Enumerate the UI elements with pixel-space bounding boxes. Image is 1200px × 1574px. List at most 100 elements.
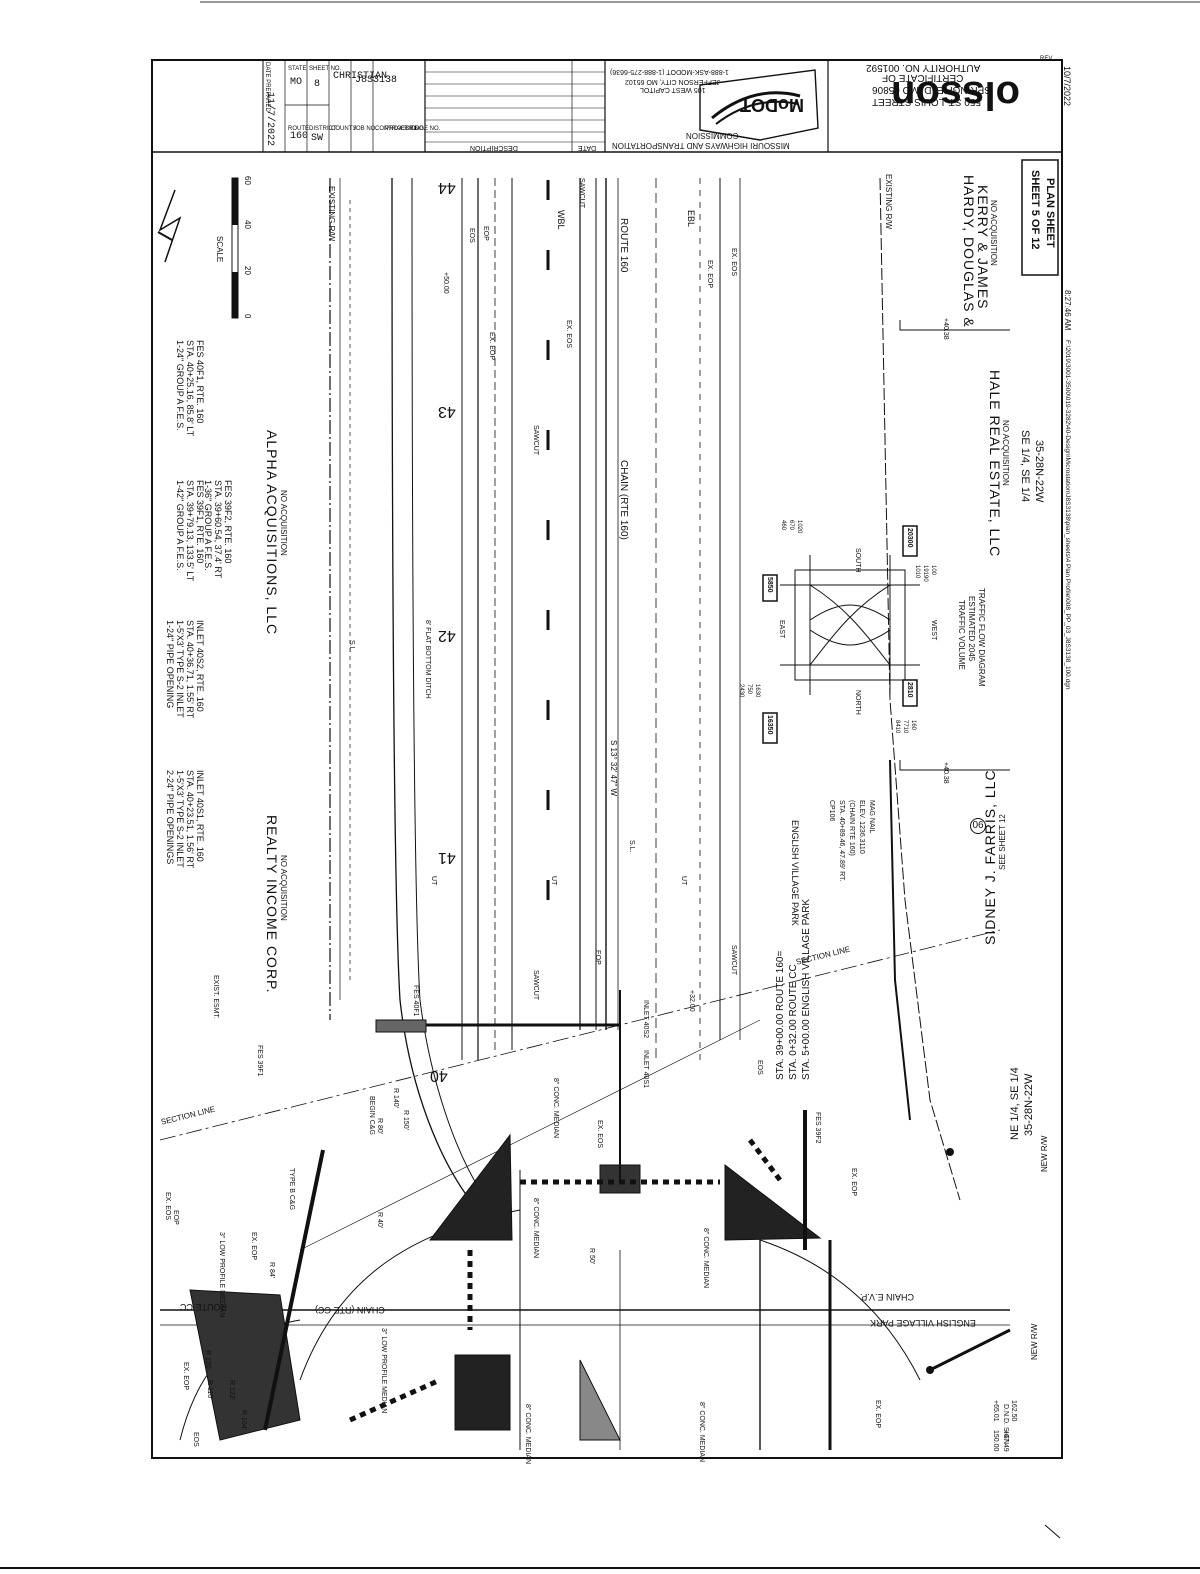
sheet-no-value: 8 bbox=[314, 79, 321, 90]
contract-label: CONTRACT ID. bbox=[375, 126, 418, 132]
station-42: 42 bbox=[438, 627, 456, 644]
conc-median-3: 8" CONC. MEDIAN bbox=[702, 1228, 709, 1289]
note-inlet-40s1-1: INLET 40S1, RTE. 160 bbox=[195, 770, 205, 862]
tfd-east: EAST bbox=[778, 620, 785, 639]
note-fes-39f2-3: 1-36" GROUP A F.E.S. bbox=[203, 480, 213, 571]
cp-id: CP106 bbox=[828, 800, 835, 822]
inlet-40s2-label: INLET 40S2 bbox=[642, 1000, 649, 1039]
note-fes-40f1-1: FES 40F1, RTE. 160 bbox=[195, 340, 205, 424]
sl-label-1: S.L. bbox=[348, 640, 355, 653]
owner-farris-note: SEE SHEET 12 bbox=[998, 814, 1007, 870]
ex-eop-5: EX. EOP bbox=[850, 1168, 857, 1197]
ex-eop-1: EX. EOP bbox=[488, 332, 495, 361]
new-rw-label-2: NEW R/W bbox=[1030, 1323, 1039, 1360]
cp-chain: (CHAIN RTE 160) bbox=[848, 800, 855, 856]
owner-alpha: ALPHA ACQUISITIONS, LLC bbox=[264, 430, 280, 636]
plan-sheet-title: PLAN SHEET bbox=[1044, 178, 1056, 248]
plan-sheet-number: SHEET 5 OF 12 bbox=[1029, 170, 1041, 250]
radius-104: R 104' bbox=[240, 1410, 247, 1431]
ut-2: UT bbox=[550, 876, 557, 886]
existing-rw-label: EXISTING R/W bbox=[327, 186, 336, 242]
owner-realty-note: NO ACQUISITION bbox=[279, 855, 288, 921]
agency-name-2: COMMISSION bbox=[686, 131, 739, 140]
county-value: CHRISTIAN bbox=[333, 71, 388, 82]
offset-2: +40.38 bbox=[942, 762, 949, 784]
sheet-no-label: SHEET NO. bbox=[309, 66, 342, 72]
radius-120: R 120' bbox=[204, 1350, 211, 1371]
new-rw-label: NEW R/W bbox=[1040, 1135, 1049, 1172]
note-fes-39f2-2: STA. 39+60.54, 37.4' RT bbox=[213, 480, 223, 579]
scale-label: SCALE bbox=[215, 236, 224, 263]
rev-label: REV. bbox=[1040, 56, 1054, 62]
owner-hale-note: NO ACQUISITION bbox=[1001, 420, 1010, 486]
tfd-south: SOUTH bbox=[854, 548, 861, 573]
sawcut-1: SAWCUT bbox=[578, 178, 585, 209]
radius-122: R 122' bbox=[228, 1380, 235, 1401]
owner-hardy: HARDY, DOUGLAS & bbox=[961, 175, 977, 328]
scale-tick-40: 40 bbox=[243, 220, 252, 229]
radius-150: R 150' bbox=[402, 1110, 409, 1131]
note-fes-40f1-2: STA. 40+25.16, 85.8' LT bbox=[185, 340, 195, 437]
state-label: STATE bbox=[288, 66, 307, 72]
agency-logo: MoDOT bbox=[740, 95, 804, 115]
note-fes-39f1-2: STA. 39+79.13, 133.5' LT bbox=[185, 480, 195, 582]
route-160-lines bbox=[329, 177, 741, 1201]
note-fes-40f1-3: 1-24" GROUP A F.E.S. bbox=[175, 340, 185, 431]
scale-tick-0: 0 bbox=[243, 314, 252, 319]
tfd-title-2: ESTIMATED 2045 bbox=[967, 596, 976, 662]
ebl-label: EBL bbox=[686, 210, 696, 228]
plot-time: 8:27:46 AM bbox=[1063, 290, 1072, 331]
radius-84: R 84' bbox=[268, 1262, 275, 1279]
ex-eos-2: EX. EOS bbox=[730, 248, 737, 277]
cp-elev: ELEV. 1236.3110 bbox=[858, 800, 865, 854]
tfd-west: WEST bbox=[930, 620, 937, 641]
eop-1: EOP bbox=[482, 226, 489, 241]
project-label: PROJECT NO. bbox=[385, 126, 426, 132]
station-40: 40 bbox=[430, 1067, 448, 1084]
wbl-label: WBL bbox=[556, 210, 566, 230]
fes-39f2-label: FES 39F2 bbox=[814, 1112, 821, 1144]
scale-tick-60: 60 bbox=[243, 176, 252, 185]
bridge-label: BRIDGE NO. bbox=[405, 126, 441, 132]
station-41: 41 bbox=[438, 849, 456, 866]
chain-evp: CHAIN E.V.P. bbox=[860, 1292, 915, 1302]
note-inlet-40s2-3: 1-5'X3' TYPE S-2 INLET bbox=[175, 620, 185, 718]
file-path: F:\2019\3001-3500\019-3282\40-Design\Mic… bbox=[1064, 340, 1071, 690]
owner-farris: SIDNEY J. FARRIS, LLC bbox=[982, 769, 998, 945]
ex-eos-1: EX. EOS bbox=[565, 320, 572, 349]
cp-nail: MAG NAIL bbox=[868, 800, 875, 834]
offset-8: 162.50 bbox=[1010, 1400, 1017, 1422]
tfd-west-move-3: 1020 bbox=[796, 520, 802, 534]
parcel-number: 06 bbox=[970, 818, 986, 834]
firm-cert-1: CERTIFICATE OF bbox=[882, 72, 964, 83]
county-label: COUNTY bbox=[331, 126, 357, 132]
scale-tick-20: 20 bbox=[243, 266, 252, 275]
callout-line-1: STA. 39+00.00 ROUTE 160= bbox=[775, 950, 786, 1080]
route-160-label: ROUTE 160 bbox=[618, 218, 629, 273]
agency-phone: 1-888-ASK-MODOT (1-888-275-6636) bbox=[610, 68, 729, 75]
district-label: DISTRICT bbox=[309, 126, 337, 132]
section-ne-1: NE 1/4, SE 1/4 bbox=[1009, 1067, 1021, 1140]
offset-6: +47.49 bbox=[1002, 1430, 1009, 1452]
district-value: SW bbox=[311, 133, 324, 144]
route-value: 160 bbox=[290, 131, 309, 142]
owner-hardy-note: NO ACQUISITION bbox=[989, 200, 998, 266]
eos-3: EOS bbox=[756, 1060, 763, 1075]
firm-address-1: 550 ST. LOUIS STREET bbox=[872, 96, 981, 107]
note-inlet-40s2-1: INLET 40S2, RTE. 160 bbox=[195, 620, 205, 712]
low-profile-median-1: 3" LOW PROFILE MEDIAN bbox=[218, 1232, 225, 1318]
route-label: ROUTE bbox=[288, 126, 309, 132]
date-prepared: 11/7/2022 bbox=[264, 92, 275, 147]
note-fes-39f1-3: 1-42" GROUP A F.E.S. bbox=[175, 480, 185, 571]
note-inlet-40s1-3: 1-5'X3' TYPE S-2 INLET bbox=[175, 770, 185, 868]
sl-label-2: S.L. bbox=[628, 840, 635, 853]
owner-alpha-note: NO ACQUISITION bbox=[279, 490, 288, 556]
ex-eop-4: EX. EOP bbox=[250, 1232, 257, 1261]
plot-date: 10/7/2022 bbox=[1062, 66, 1072, 107]
tfd-east-move-3: 1630 bbox=[754, 684, 760, 698]
ex-eop-2: EX. EOP bbox=[706, 260, 713, 289]
conc-median-1: 8" CONC. MEDIAN bbox=[552, 1078, 559, 1139]
flat-ditch-label: 8' FLAT BOTTOM DITCH bbox=[424, 620, 431, 699]
ut-1: UT bbox=[430, 876, 437, 886]
